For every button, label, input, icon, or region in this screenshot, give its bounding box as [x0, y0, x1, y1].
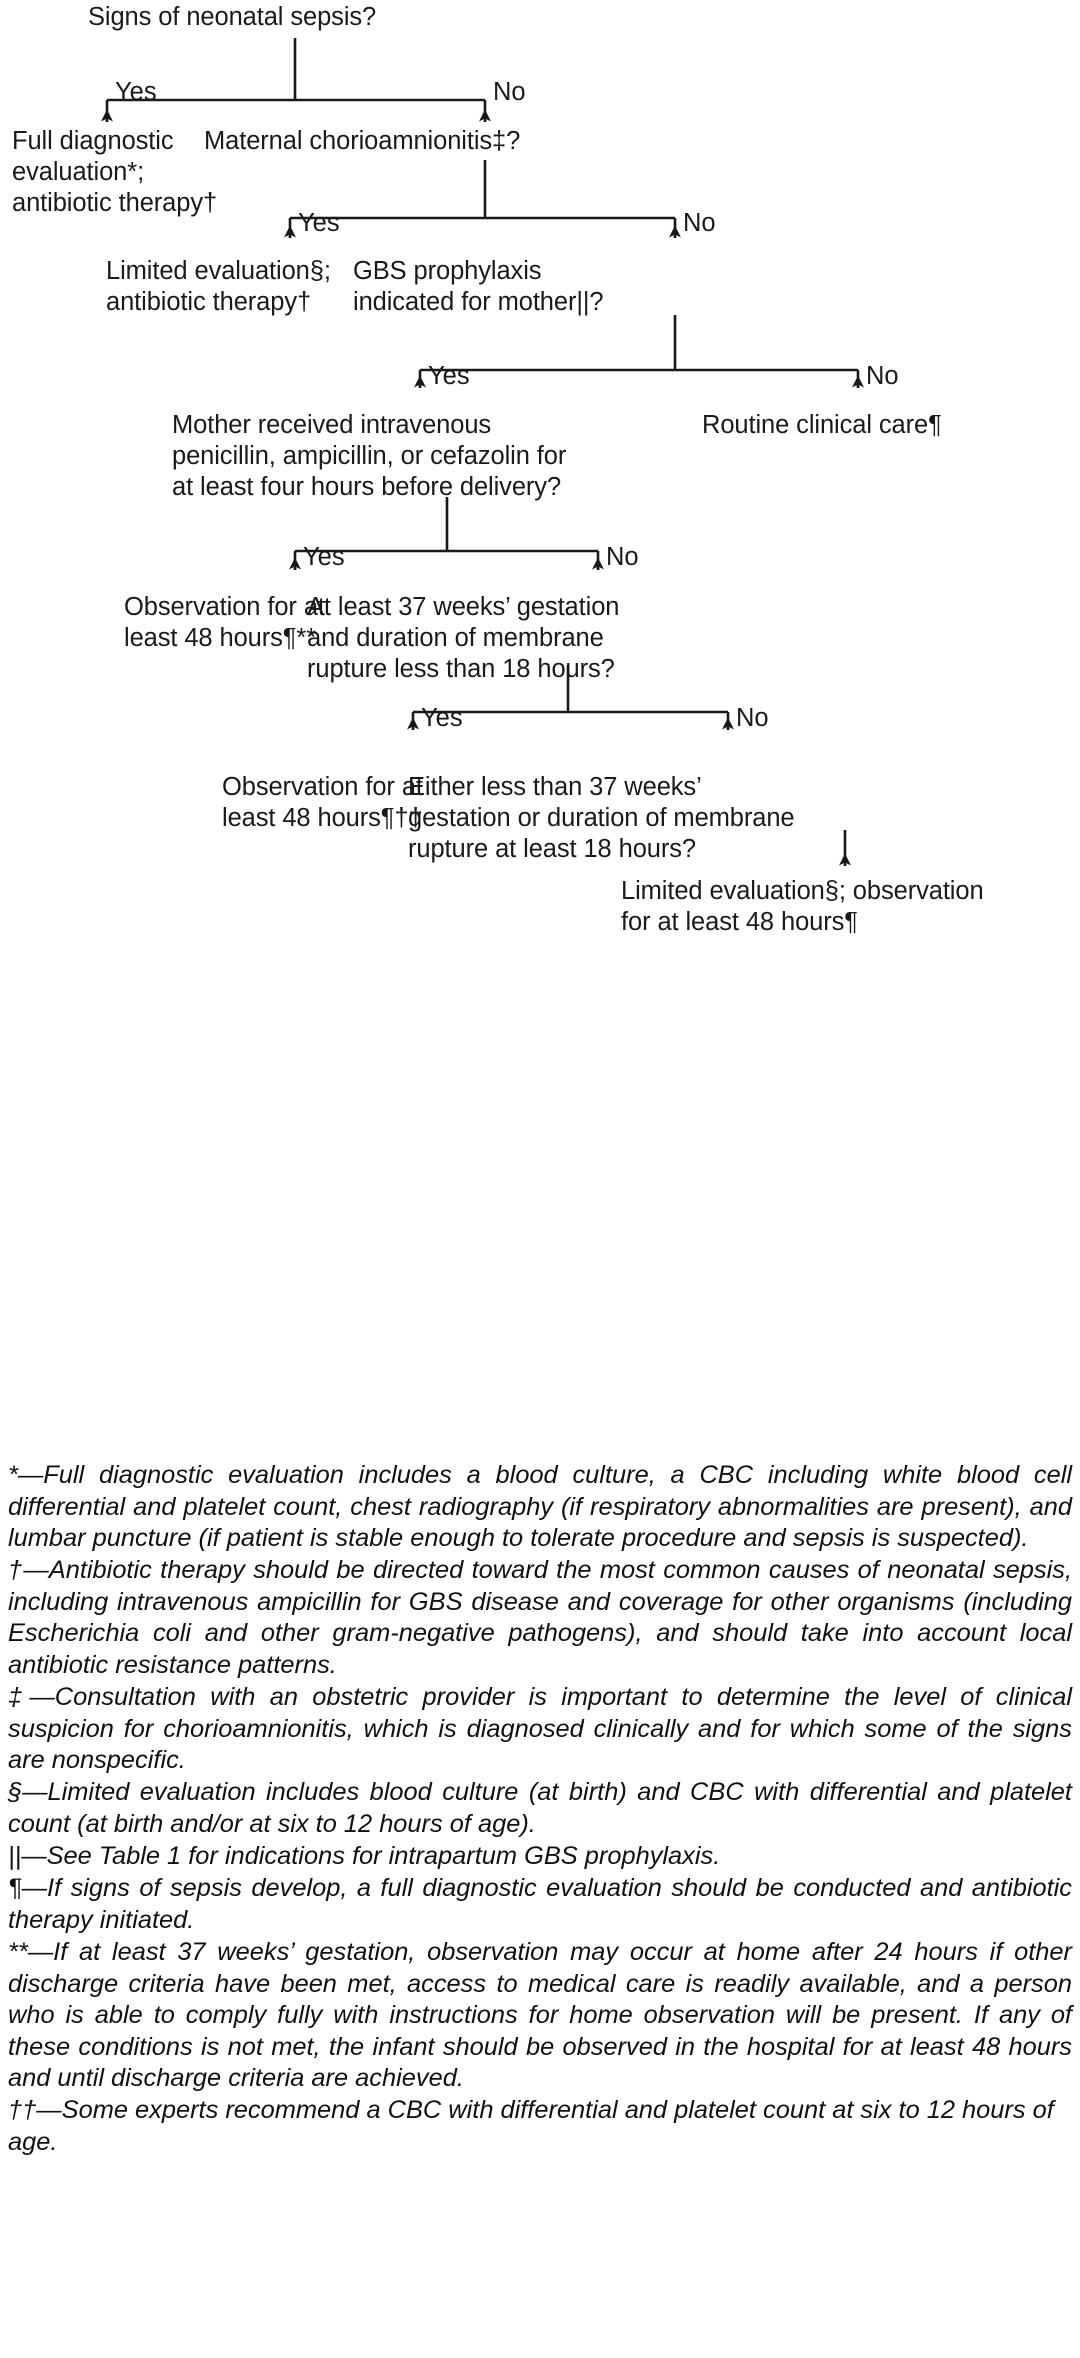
footnote-asterisk: *—Full diagnostic evaluation includes a …: [8, 1461, 1072, 1553]
edge-label-abx-no: No: [606, 543, 639, 571]
edge-label-root-yes: Yes: [115, 78, 157, 106]
node-at-least-37-weeks-gestation: At least 37 weeks’ gestation and duratio…: [307, 593, 620, 683]
node-limited-evaluation-antibiotic: Limited evaluation§; antibiotic therapy†: [106, 257, 331, 316]
neonatal-sepsis-flowchart: Signs of neonatal sepsis? Full diagnosti…: [12, 3, 984, 936]
footnote-double-dagger: ‡—Consultation with an obstetric provide…: [8, 1683, 1072, 1775]
edge-label-gest-yes: Yes: [421, 704, 463, 732]
footnote-section: §—Limited evaluation includes blood cult…: [8, 1778, 1072, 1839]
edge-label-gest-no: No: [736, 704, 769, 732]
edge-label-abx-yes: Yes: [303, 543, 345, 571]
node-signs-of-neonatal-sepsis: Signs of neonatal sepsis?: [88, 3, 377, 31]
node-full-diagnostic-evaluation: Full diagnostic evaluation*; antibiotic …: [12, 127, 218, 217]
node-limited-evaluation-observation: Limited evaluation§; observation for at …: [621, 877, 984, 936]
node-maternal-chorioamnionitis: Maternal chorioamnionitis‡?: [204, 127, 521, 155]
footnote-parallel: ||—See Table 1 for indications for intra…: [8, 1842, 721, 1871]
edge-label-chorio-no: No: [683, 209, 716, 237]
footnote-double-dagger-pair: ††—Some experts recommend a CBC with dif…: [8, 2096, 1054, 2156]
footnote-dagger: †—Antibiotic therapy should be directed …: [8, 1556, 1072, 1680]
footnotes-block: *—Full diagnostic evaluation includes a …: [8, 1460, 1072, 2159]
edge-label-gbs-yes: Yes: [428, 362, 470, 390]
node-gbs-prophylaxis-indicated: GBS prophylaxis indicated for mother||?: [353, 257, 604, 316]
footnote-double-asterisk: **—If at least 37 weeks’ gestation, obse…: [8, 1937, 1072, 2093]
flowchart-connectors: [101, 38, 864, 866]
edge-label-chorio-yes: Yes: [298, 209, 340, 237]
node-either-less-than-37-weeks: Either less than 37 weeks’ gestation or …: [408, 773, 795, 863]
node-mother-received-intravenous: Mother received intravenous penicillin, …: [172, 411, 567, 501]
edge-label-gbs-no: No: [866, 362, 899, 390]
node-observation-48-hours-b: Observation for at least 48 hours¶††: [222, 773, 423, 832]
node-observation-48-hours-a: Observation for at least 48 hours¶**: [124, 593, 325, 652]
edge-label-root-no: No: [493, 78, 526, 106]
footnote-pilcrow: ¶—If signs of sepsis develop, a full dia…: [8, 1874, 1072, 1934]
node-routine-clinical-care: Routine clinical care¶: [702, 411, 942, 439]
